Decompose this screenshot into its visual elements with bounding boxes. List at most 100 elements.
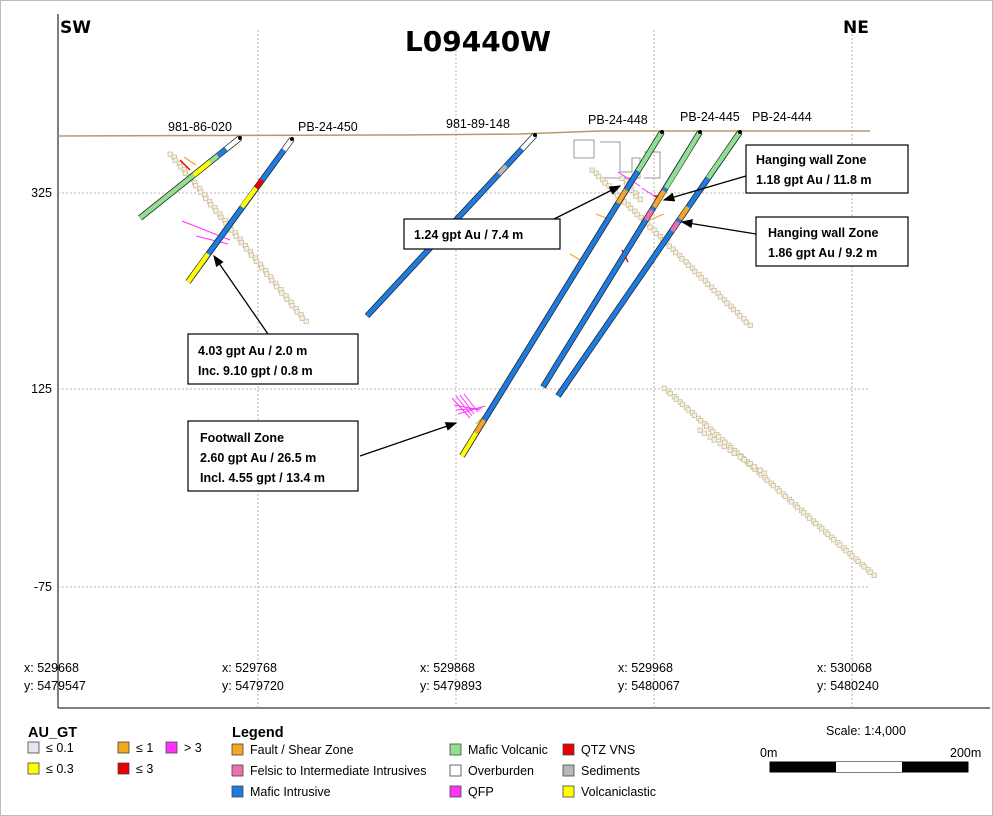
drill-hole-pb-24-444	[555, 130, 743, 398]
sample-box	[701, 430, 707, 436]
lithology-legend: Legend Fault / Shear Zone Felsic to Inte…	[231, 725, 656, 799]
au-swatch-0	[27, 741, 40, 754]
sample-box	[284, 296, 290, 302]
sample-box	[289, 303, 295, 309]
sample-box	[238, 239, 244, 246]
sample-box	[233, 233, 239, 239]
sample-box	[679, 401, 686, 408]
sample-box	[871, 572, 877, 578]
au-swatch-3	[27, 762, 40, 775]
qfp-fan-3	[459, 394, 475, 415]
sample-box	[208, 202, 214, 208]
legend-label-8: Volcaniclastic	[581, 785, 656, 799]
sample-box	[751, 463, 757, 470]
svg-text:Footwall Zone: Footwall Zone	[200, 431, 284, 445]
sample-box	[747, 322, 753, 328]
sample-box	[727, 447, 733, 453]
coord-x-1: x: 529668	[24, 661, 79, 675]
sample-box	[203, 195, 209, 202]
sample-box	[637, 196, 643, 202]
sample-box	[819, 526, 825, 532]
arrow-1-24-gpt	[547, 185, 622, 223]
topography-line	[57, 130, 870, 137]
orange-mark-4	[569, 253, 581, 261]
sample-box	[698, 418, 704, 424]
sample-box	[619, 175, 625, 181]
sample-box	[673, 249, 679, 256]
qfp-fan-9	[195, 235, 229, 245]
drill-hole-pb-24-450	[185, 137, 295, 284]
au-label-1: ≤ 1	[136, 741, 153, 755]
sample-box	[218, 214, 224, 220]
hole-label-pb-24-450: PB-24-450	[298, 120, 358, 134]
sample-box	[731, 450, 737, 456]
legend-swatch-1	[231, 764, 244, 777]
sample-box	[724, 300, 730, 306]
section-title: L09440W	[405, 25, 551, 58]
legend-swatch-6	[562, 743, 575, 756]
sample-box	[757, 467, 763, 473]
sample-box	[634, 211, 640, 218]
qfp-fan-7	[457, 405, 486, 415]
hole-label-pb-24-444: PB-24-444	[752, 110, 812, 124]
orange-mark-5	[595, 213, 607, 219]
sample-box	[633, 193, 639, 199]
sample-box	[764, 477, 770, 483]
sample-box	[710, 428, 716, 435]
workings-1	[573, 139, 595, 159]
legend-label-4: Overburden	[468, 764, 534, 778]
elevation-tick-neg75: -75	[34, 580, 52, 594]
sample-box	[177, 164, 184, 170]
sample-traces	[167, 151, 877, 578]
legend-label-6: QTZ VNS	[581, 743, 635, 757]
orange-mark-3	[183, 156, 197, 166]
sample-box	[761, 470, 767, 476]
arrow-hanging-wall-1	[662, 175, 747, 202]
callout-hanging-wall-2: Hanging wall Zone 1.86 gpt Au / 9.2 m	[755, 216, 909, 267]
coord-y-2: y: 5479720	[222, 679, 284, 693]
sample-box	[801, 510, 807, 516]
sample-box	[253, 258, 260, 265]
legend-swatch-5	[449, 785, 462, 798]
callout-footwall-zone: Footwall Zone 2.60 gpt Au / 26.5 m Incl.…	[187, 420, 359, 492]
sample-box	[666, 243, 672, 249]
drill-hole-pb-24-445	[540, 130, 703, 389]
coord-y-4: y: 5480067	[618, 679, 680, 693]
callout-4-03-gpt: 4.03 gpt Au / 2.0 m Inc. 9.10 gpt / 0.8 …	[187, 333, 359, 385]
au-label-3: ≤ 0.3	[46, 762, 74, 776]
sample-box	[264, 271, 270, 277]
svg-text:Inc. 9.10 gpt / 0.8 m: Inc. 9.10 gpt / 0.8 m	[198, 364, 313, 378]
scale-text: Scale: 1:4,000	[826, 724, 906, 738]
coord-y-3: y: 5479893	[420, 679, 482, 693]
sample-box	[692, 268, 698, 275]
sample-box	[269, 277, 275, 284]
callout-hanging-wall-1: Hanging wall Zone 1.18 gpt Au / 11.8 m	[745, 144, 909, 194]
sample-box	[807, 515, 813, 521]
svg-text:1.24 gpt Au / 7.4 m: 1.24 gpt Au / 7.4 m	[414, 228, 523, 242]
legend-label-1: Felsic to Intermediate Intrusives	[250, 764, 426, 778]
sample-box	[679, 256, 685, 262]
scale-bar: Scale: 1:4,000 0m 200m	[760, 724, 981, 773]
sample-box	[167, 151, 173, 157]
sample-box	[303, 318, 309, 324]
hole-label-981-86-020: 981-86-020	[168, 120, 232, 134]
grid-coordinates: x: 529668 y: 5479547 x: 529768 y: 547972…	[24, 661, 879, 693]
sample-box	[825, 531, 831, 537]
sample-box	[193, 183, 199, 189]
sample-box	[596, 173, 602, 180]
drill-holes	[138, 130, 743, 458]
sample-box	[172, 157, 178, 164]
au-swatch-4	[117, 762, 130, 775]
sample-box	[647, 224, 653, 230]
legend-label-5: QFP	[468, 785, 494, 799]
direction-ne-label: NE	[843, 18, 869, 38]
drill-hole-981-86-020	[138, 135, 242, 221]
coord-x-5: x: 530068	[817, 661, 872, 675]
sample-box	[182, 170, 189, 176]
coord-x-3: x: 529868	[420, 661, 475, 675]
elevation-tick-125: 125	[31, 382, 52, 396]
au-swatch-2	[165, 741, 178, 754]
sample-box	[867, 569, 873, 575]
au-gt-legend-title: AU_GT	[28, 725, 77, 741]
